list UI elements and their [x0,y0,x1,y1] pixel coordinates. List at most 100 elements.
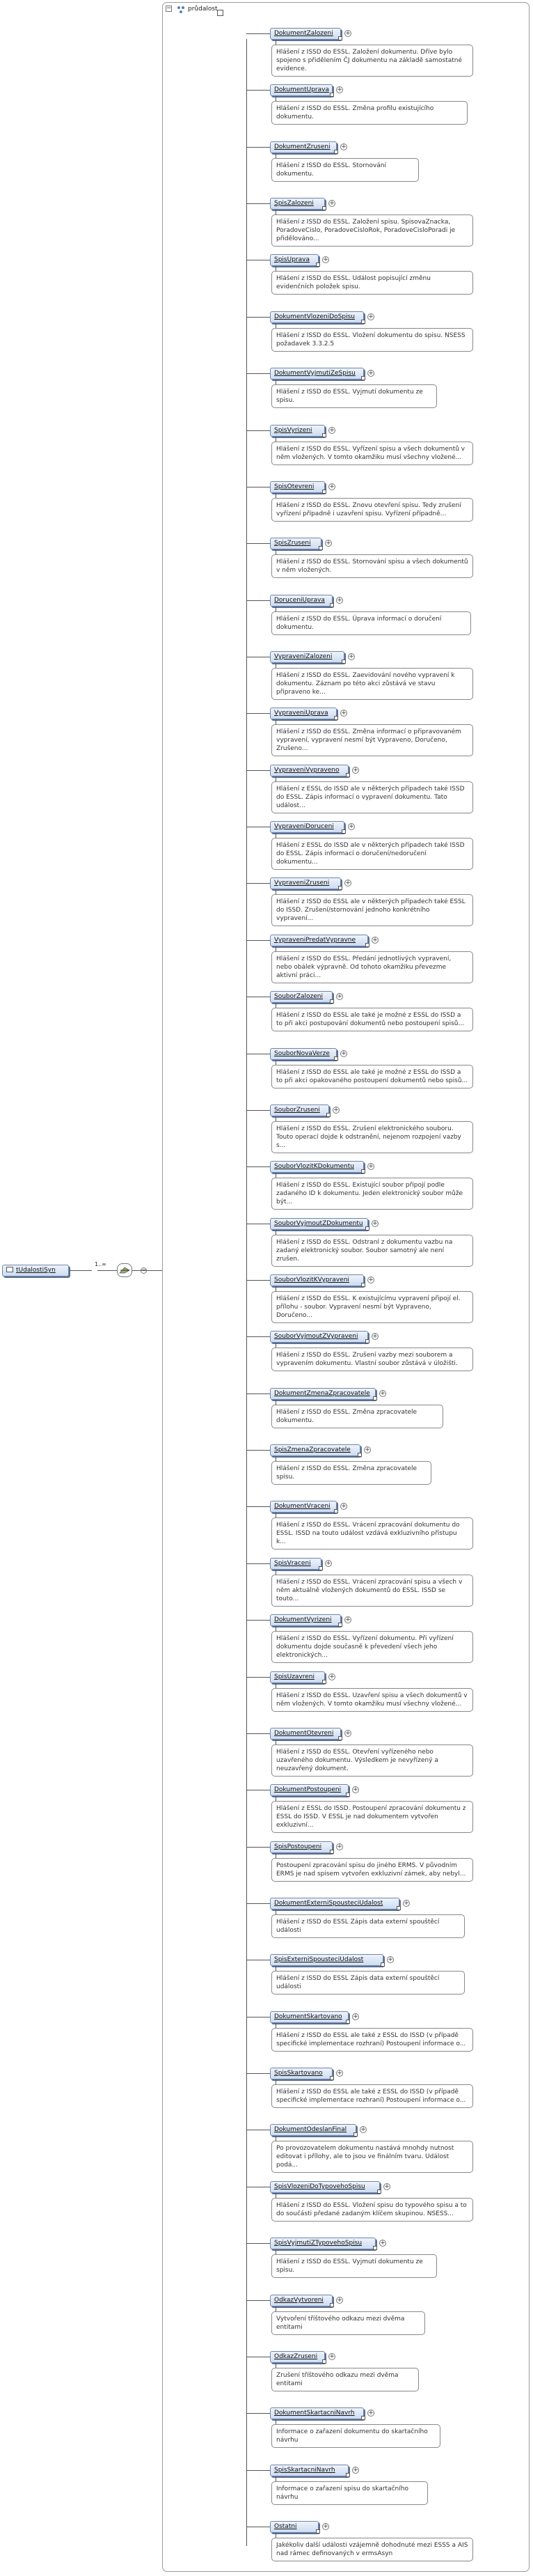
element-link-icon [377,2189,381,2194]
expand-icon[interactable]: + [340,1503,347,1510]
element-box[interactable]: SpisVyjmutiZTypovehoSpisu [270,2238,376,2249]
expand-icon[interactable]: + [379,1390,386,1397]
element-box[interactable]: SpisVyrizeni [270,425,325,437]
expand-icon[interactable]: + [367,370,374,377]
element-box[interactable]: DokumentVlozeniDoSpisu [270,311,364,323]
expand-icon[interactable]: + [336,993,343,1000]
element-box[interactable]: SpisVraceni [270,1558,321,1570]
element-box[interactable]: SpisSkartovano [270,2068,333,2079]
element-box[interactable]: SpisUzavreni [270,1671,325,1683]
element-box[interactable]: DokumentVraceni [270,1501,337,1513]
documentation-note: Postoupení zpracování spisu do jiného ER… [271,1858,473,1882]
element-box[interactable]: VypraveniZalozeni [270,651,344,663]
element-box[interactable]: DokumentSkartovano [270,2011,349,2023]
expand-icon[interactable]: + [336,86,343,93]
expand-icon[interactable]: + [372,937,379,944]
element-box[interactable]: DokumentUprava [270,84,333,96]
expand-icon[interactable]: + [340,1050,347,1057]
element-box[interactable]: SouborNovaVerze [270,1048,337,1060]
element-box[interactable]: SpisOtevreni [270,481,325,493]
element-box[interactable]: SouborZalozeni [270,991,333,1003]
element-box[interactable]: DokumentVyrizeni [270,1614,341,1626]
element-box[interactable]: DokumentVyjmutiZeSpisu [270,368,364,380]
expand-icon[interactable]: + [352,1786,359,1793]
element-box[interactable]: OdkazVytvoreni [270,2295,333,2306]
expand-icon[interactable]: + [325,540,332,547]
expand-icon[interactable]: + [328,427,335,434]
expand-icon[interactable]: + [367,1163,374,1170]
group-collapse-toggle[interactable]: − [166,5,172,12]
group-label: průdalost [188,6,218,13]
expand-icon[interactable]: + [340,143,347,150]
element-link-icon [330,603,334,607]
expand-icon[interactable]: + [387,1956,394,1963]
expand-icon[interactable]: + [328,483,335,490]
expand-icon[interactable]: + [328,2353,335,2360]
expand-icon[interactable]: + [383,2183,390,2190]
element-box[interactable]: VypraveniZruseni [270,877,341,889]
expand-icon[interactable]: + [344,880,351,887]
expand-icon[interactable]: + [336,597,343,604]
expand-icon[interactable]: + [340,710,347,717]
expand-icon[interactable]: + [344,1616,351,1623]
expand-icon[interactable]: + [367,1277,374,1283]
element-link-icon [373,1396,377,1400]
element-box[interactable]: SpisZruseni [270,538,321,549]
element-box[interactable]: SouborVlozitKVypraveni [270,1274,364,1286]
element-box[interactable]: VypraveniVypraveno [270,765,349,776]
expand-icon[interactable]: + [367,2410,374,2417]
expand-icon[interactable]: + [348,823,355,830]
element-box[interactable]: DokumentOtevreni [270,1728,341,1740]
expand-icon[interactable]: + [348,653,355,660]
element-box[interactable]: VypraveniPredatVypravne [270,935,368,946]
element-box[interactable]: VypraveniDoruceni [270,821,344,833]
expand-icon[interactable]: + [403,1900,410,1907]
element-box[interactable]: SouborVyjmoutZVypraveni [270,1331,368,1343]
expand-icon[interactable]: + [336,1843,343,1850]
element-box[interactable]: DokumentOdeslanFinal [270,2124,356,2136]
expand-icon[interactable]: + [367,313,374,320]
expand-icon[interactable]: + [336,2070,343,2077]
expand-icon[interactable]: + [328,200,335,207]
expand-icon[interactable]: + [325,1560,332,1567]
documentation-note: Vytvoření tříštového odkazu mezi dvěma e… [271,2311,425,2335]
documentation-note: Informace o zařazení dokumentu do skarta… [271,2424,440,2448]
element-box[interactable]: SpisZmenaZpracovatele [270,1444,360,1456]
element-box[interactable]: DokumentZalozeni [270,28,341,40]
expand-icon[interactable]: + [352,2467,359,2474]
expand-icon[interactable]: + [364,1446,371,1453]
documentation-note: Hlášení z ISSD do ESSL. Předání jednotli… [271,951,473,983]
expand-icon[interactable]: + [379,2240,386,2247]
expand-icon[interactable]: + [336,2297,343,2304]
element-box[interactable]: SpisPostoupeni [270,1841,333,1853]
element-box[interactable]: SpisUprava [270,254,319,266]
element-box[interactable]: DokumentZmenaZpracovatele [270,1388,376,1400]
element-box[interactable]: SpisVlozeniDoTypovehoSpisu [270,2181,380,2193]
expand-icon[interactable]: + [322,256,329,263]
expand-icon[interactable]: + [344,1730,351,1737]
expand-icon[interactable]: + [328,1673,335,1680]
element-box[interactable]: DokumentExterniSpousteciUdalost [270,1898,399,1910]
expand-icon[interactable]: + [372,1220,379,1227]
root-element[interactable]: tUdalostiSyn [2,1265,69,1277]
element-box[interactable]: DoruceniUprava [270,595,333,607]
element-box[interactable]: DokumentPostoupeni [270,1784,349,1796]
expand-icon[interactable]: + [360,2126,367,2133]
expand-icon[interactable]: + [344,30,351,37]
element-box[interactable]: SouborZruseni [270,1104,329,1116]
element-box[interactable]: SpisExterniSpousteciUdalost [270,1954,383,1966]
expand-icon[interactable]: + [322,2523,329,2530]
expand-icon[interactable]: + [352,2013,359,2020]
element-box[interactable]: SouborVyjmoutZDokumentu [270,1218,368,1230]
element-box[interactable]: SpisSkartacniNavrh [270,2465,349,2476]
element-box[interactable]: SpisZalozeni [270,198,325,210]
expand-icon[interactable]: + [333,1107,340,1114]
element-box[interactable]: Ostatni [270,2521,319,2533]
element-box[interactable]: SouborVlozitKDokumentu [270,1161,364,1173]
element-box[interactable]: DokumentSkartacniNavrh [270,2407,364,2419]
expand-icon[interactable]: + [352,767,359,774]
element-box[interactable]: OdkazZruseni [270,2351,325,2363]
element-box[interactable]: DokumentZruseni [270,141,337,153]
expand-icon[interactable]: + [372,1333,379,1340]
element-box[interactable]: VypraveniUprava [270,708,337,719]
